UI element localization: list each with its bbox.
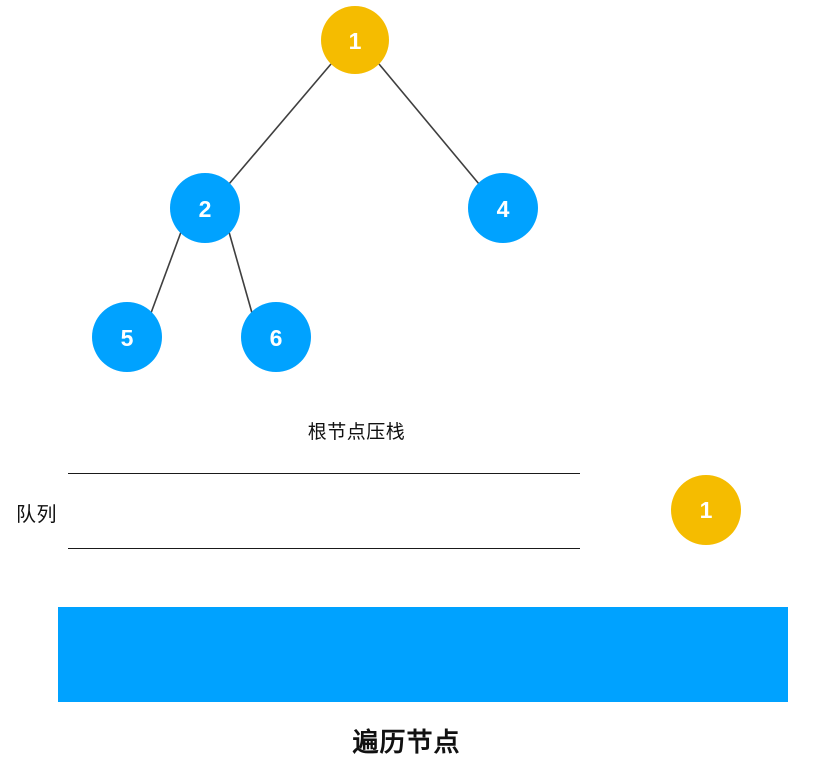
edge-2-to-6	[228, 231, 253, 314]
node-1-label: 1	[349, 28, 362, 54]
tree-edges	[150, 63, 480, 314]
node-2-circle[interactable]	[170, 173, 240, 243]
edge-1-to-2	[228, 63, 332, 185]
node-6-circle[interactable]	[241, 302, 311, 372]
node-5-circle[interactable]	[92, 302, 162, 372]
queue-label: 队列	[16, 504, 57, 526]
tree-node-1[interactable]: 1	[321, 6, 389, 74]
push-root-caption: 根节点压栈	[307, 422, 406, 443]
queue-item-1[interactable]: 1	[671, 475, 741, 545]
queue-rail-bottom	[68, 548, 580, 549]
binary-tree-graphic: 1 2 4 5 6	[92, 6, 538, 372]
node-2-label: 2	[199, 196, 212, 222]
edge-2-to-5	[150, 231, 182, 314]
node-5-label: 5	[121, 325, 134, 351]
node-1-circle[interactable]	[321, 6, 389, 74]
edge-1-to-4	[378, 63, 480, 185]
traverse-progress-bar	[58, 607, 788, 702]
tree-node-2[interactable]: 2	[170, 173, 240, 243]
tree-node-6[interactable]: 6	[241, 302, 311, 372]
queue-rail-top	[68, 473, 580, 474]
node-6-label: 6	[270, 325, 283, 351]
node-4-label: 4	[497, 196, 510, 222]
tree-node-4[interactable]: 4	[468, 173, 538, 243]
tree-node-5[interactable]: 5	[92, 302, 162, 372]
traverse-node-title: 遍历节点	[352, 727, 461, 757]
node-4-circle[interactable]	[468, 173, 538, 243]
